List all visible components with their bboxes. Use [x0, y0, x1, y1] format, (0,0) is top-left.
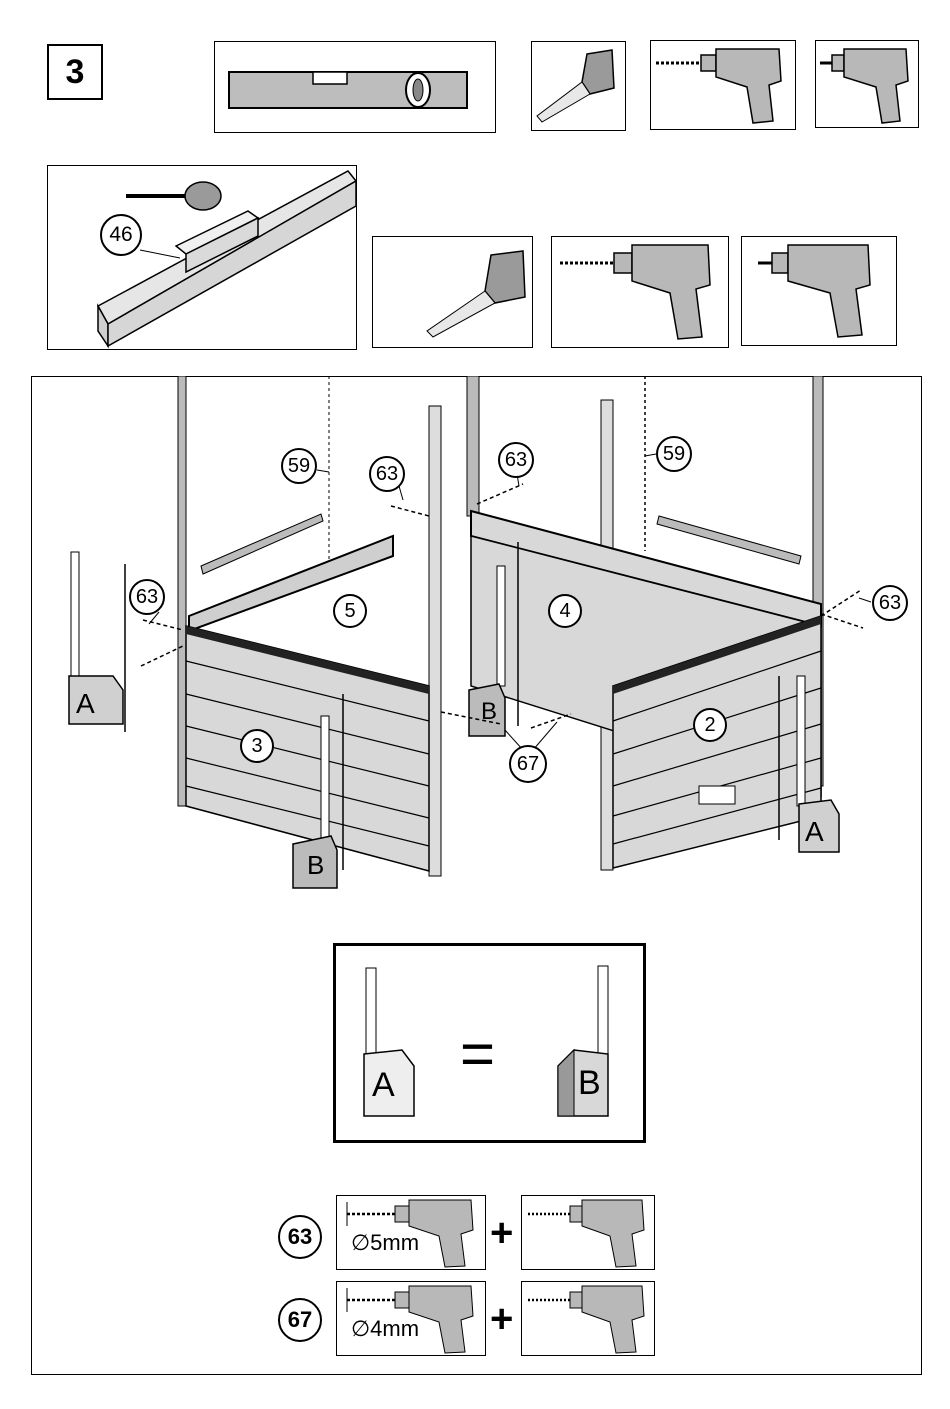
part-label-5: 5 — [333, 594, 367, 628]
drill-spec-part-63: 63 — [278, 1215, 322, 1259]
legend-box: A = B — [333, 943, 646, 1143]
mallet-rail-box: 46 — [47, 165, 357, 350]
drill-spec-67-plus: + — [490, 1299, 513, 1339]
drill-spec-63-screw-box — [521, 1195, 655, 1270]
drill-spec-part-67: 67 — [278, 1298, 322, 1342]
drill-tool-box-2 — [551, 236, 729, 348]
screwdriver-tool-box-2 — [741, 236, 897, 346]
step-number: 3 — [47, 44, 103, 100]
tape-measure-icon — [373, 237, 532, 347]
spirit-level-tool-box — [214, 41, 496, 133]
assembly-illustration — [31, 376, 922, 936]
mallet-rail-illustration — [48, 166, 356, 349]
part-label-63-center-right: 63 — [498, 442, 534, 478]
drill-spec-63-plus: + — [490, 1213, 513, 1253]
legend-equals: = — [460, 1024, 495, 1084]
legend-b: B — [578, 1064, 601, 1103]
screwdriver-tool-box — [815, 40, 919, 128]
drill-spec-63-diameter: ∅5mm — [351, 1230, 419, 1256]
part-label-59-right: 59 — [656, 436, 692, 472]
tape-measure-tool-box — [531, 41, 626, 131]
spirit-level-icon — [215, 42, 495, 132]
drill-spec-67-diameter: ∅4mm — [351, 1316, 419, 1342]
marker-b-left: B — [307, 850, 324, 881]
part-label-67: 67 — [509, 745, 547, 783]
marker-b-center: B — [481, 698, 497, 726]
part-label-4: 4 — [548, 594, 582, 628]
drill-icon — [552, 237, 728, 347]
screwdriver-icon — [522, 1282, 654, 1355]
mallet-icon — [185, 182, 221, 210]
part-label-63-center-left: 63 — [369, 456, 405, 492]
marker-a-right: A — [805, 816, 824, 848]
legend-a: A — [372, 1066, 395, 1105]
marker-a-left: A — [76, 688, 95, 720]
tape-measure-tool-box-2 — [372, 236, 533, 348]
tape-measure-icon — [532, 42, 625, 130]
drill-spec-67-drill-box: ∅4mm — [336, 1281, 486, 1356]
screwdriver-icon — [522, 1196, 654, 1269]
screwdriver-icon — [816, 41, 918, 127]
part-label-46: 46 — [100, 214, 142, 256]
drill-spec-63-drill-box: ∅5mm — [336, 1195, 486, 1270]
part-label-59-left: 59 — [281, 448, 317, 484]
part-label-63-left: 63 — [129, 579, 165, 615]
part-label-3: 3 — [240, 729, 274, 763]
part-label-2: 2 — [693, 708, 727, 742]
part-label-63-right: 63 — [872, 585, 908, 621]
screwdriver-icon — [742, 237, 896, 345]
drill-spec-67-screw-box — [521, 1281, 655, 1356]
drill-tool-box — [650, 40, 796, 130]
drill-icon — [651, 41, 795, 129]
